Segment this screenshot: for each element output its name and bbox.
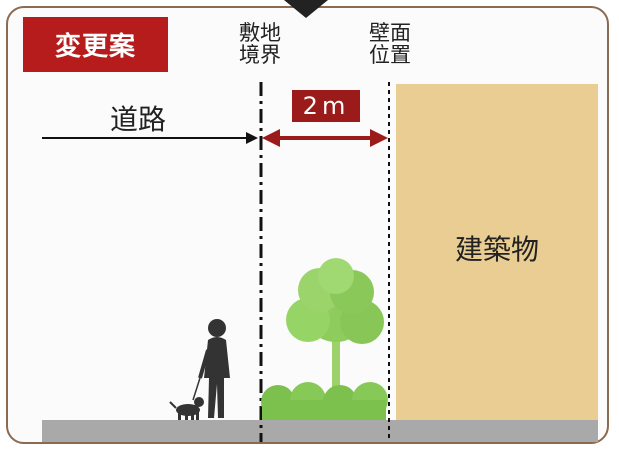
site-boundary-text: 敷地 境界 [239,21,281,67]
leash-line [192,377,201,401]
proposal-badge: 変更案 [23,17,168,72]
wall-position-text: 壁面 位置 [369,21,411,67]
wall-position-label: 壁面 位置 [360,22,420,66]
building-label: 建築物 [454,233,539,266]
dog-icon [169,397,204,420]
road-arrow [42,132,258,144]
tree-icon [286,258,384,420]
ground-strip [42,420,598,442]
building-block [396,84,598,420]
person-walking-icon [198,319,230,418]
setback-distance-label: 2m [292,90,360,122]
road-label: 道路 [110,103,167,136]
setback-double-arrow [262,129,388,147]
site-boundary-label: 敷地 境界 [230,22,290,66]
shrub-icon [261,382,388,420]
